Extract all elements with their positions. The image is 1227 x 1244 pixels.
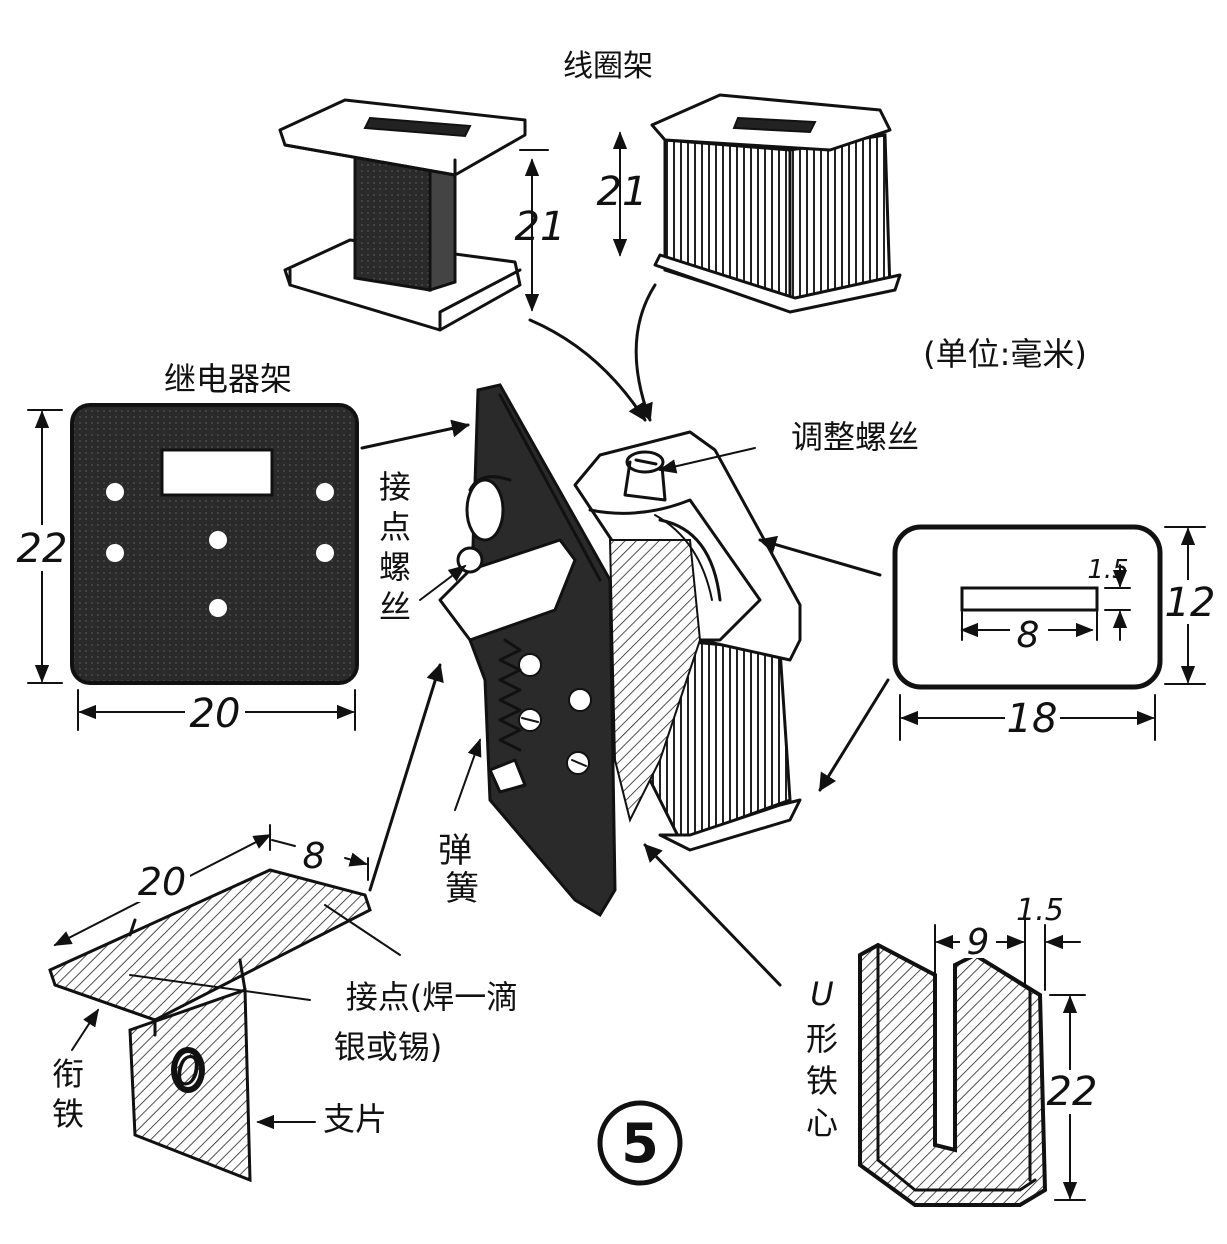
dim-core-thickness-text: 1.5 bbox=[1016, 893, 1064, 928]
dim-armature-length: 20 bbox=[53, 834, 272, 946]
dim-core-height: 22 bbox=[1045, 994, 1100, 1201]
armature-label: 衔 铁 bbox=[52, 1055, 84, 1133]
dim-core-gap: 9 1.5 bbox=[934, 893, 1081, 991]
dim-armature-tab-text: 8 bbox=[303, 836, 326, 877]
relay-frame-label: 继电器架 bbox=[164, 360, 292, 398]
dim-plate-slot-height-text: 1.5 bbox=[1087, 555, 1128, 585]
armature-char-2: 铁 bbox=[52, 1095, 84, 1133]
contact-screw-char-4: 丝 bbox=[379, 588, 411, 626]
adjust-screw-label: 调整螺丝 bbox=[791, 418, 919, 456]
support-piece-label: 支片 bbox=[323, 1100, 387, 1138]
dim-plate-slot: 8 1.5 bbox=[960, 555, 1131, 656]
u-core-label: U 形 铁 心 bbox=[806, 975, 838, 1142]
dim-plate-height-text: 12 bbox=[1165, 580, 1216, 626]
dim-bobbin-left: 21 bbox=[515, 149, 566, 312]
dim-bobbin-right-text: 21 bbox=[597, 169, 648, 215]
empty-bobbin bbox=[278, 98, 527, 332]
spring-char-1: 弹 bbox=[438, 831, 472, 871]
armature-char-1: 衔 bbox=[52, 1055, 84, 1093]
armature-hole-text: 0 bbox=[175, 1049, 200, 1095]
dim-plate-height: 12 bbox=[1164, 526, 1216, 685]
dim-frame-width: 20 bbox=[77, 689, 356, 737]
wound-coil bbox=[650, 93, 902, 314]
u-core-char-1: U bbox=[810, 975, 833, 1013]
dim-frame-width-text: 20 bbox=[190, 691, 241, 737]
contact-screw-char-1: 接 bbox=[379, 468, 411, 506]
dim-core-height-text: 22 bbox=[1047, 1069, 1098, 1115]
dim-armature-tab: 8 bbox=[269, 824, 369, 881]
contact-screw-label: 接 点 螺 丝 bbox=[379, 468, 411, 626]
unit-label: (单位:毫米) bbox=[923, 335, 1087, 373]
figure-number: 5 bbox=[597, 1100, 683, 1186]
contact-screw-char-2: 点 bbox=[379, 508, 411, 546]
coil-frame-label: 线圈架 bbox=[563, 49, 653, 84]
contact-note-line2: 银或锡) bbox=[334, 1028, 443, 1066]
u-core-char-2: 形 bbox=[806, 1020, 838, 1058]
spring-char-2: 簧 bbox=[445, 869, 479, 909]
u-core bbox=[858, 942, 1048, 1207]
contact-screw-char-3: 螺 bbox=[379, 548, 411, 586]
spring-label: 弹 簧 bbox=[438, 831, 479, 909]
dim-plate-width: 18 bbox=[899, 694, 1156, 742]
cover-plate bbox=[892, 524, 1163, 690]
dim-frame-height-text: 22 bbox=[17, 526, 68, 572]
dim-bobbin-left-text: 21 bbox=[515, 204, 566, 250]
contact-note-line1: 接点(焊一滴 bbox=[346, 978, 519, 1016]
figure-number-text: 5 bbox=[621, 1112, 659, 1175]
u-core-char-4: 心 bbox=[806, 1104, 838, 1142]
relay-assembly bbox=[438, 383, 802, 918]
dim-armature-length-text: 20 bbox=[138, 860, 186, 904]
dim-frame-height: 22 bbox=[17, 409, 68, 684]
relay-frame-plate bbox=[70, 403, 359, 685]
dim-plate-slot-width-text: 8 bbox=[1017, 615, 1040, 656]
u-core-char-3: 铁 bbox=[806, 1062, 838, 1100]
dim-core-gap-text: 9 bbox=[967, 922, 990, 963]
dim-bobbin-right: 21 bbox=[597, 131, 648, 257]
dim-plate-width-text: 18 bbox=[1007, 696, 1058, 742]
